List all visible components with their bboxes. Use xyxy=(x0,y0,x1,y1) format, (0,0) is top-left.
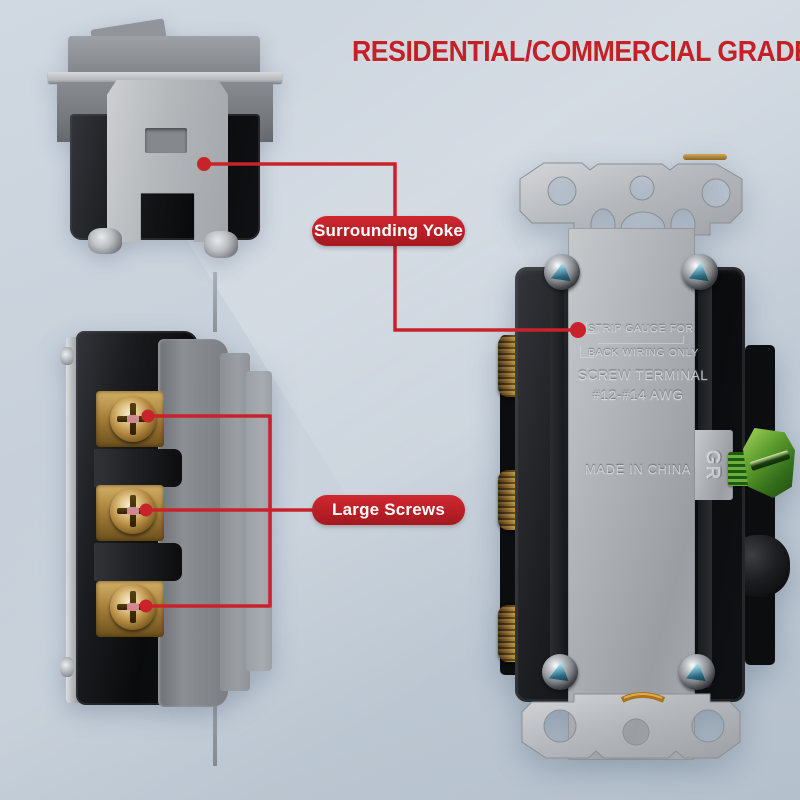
copper-contact xyxy=(683,154,727,160)
rocker-paddle xyxy=(68,36,260,78)
mounting-screw xyxy=(60,657,74,677)
mounting-strap-bottom xyxy=(521,692,741,759)
terminal-screw xyxy=(110,488,156,534)
body-inner-edge xyxy=(550,280,564,688)
screw-slot xyxy=(749,450,791,471)
screw-glint xyxy=(549,661,571,682)
screw-glint xyxy=(689,261,711,282)
marking-ground-terminal: GR xyxy=(702,449,723,481)
screw-glint xyxy=(127,507,139,515)
mounting-screw xyxy=(88,228,122,254)
callout-label: Large Screws xyxy=(332,500,445,519)
assembly-screw xyxy=(679,654,715,690)
page-title: RESIDENTIAL/COMMERCIAL GRADE xyxy=(352,36,800,68)
terminal-screw xyxy=(110,396,156,442)
screw-glint xyxy=(686,661,708,682)
marking-terminal-1: SCREW TERMINAL xyxy=(578,368,709,383)
spacer-block xyxy=(94,543,182,581)
strip-gauge-mark xyxy=(598,336,684,344)
ground-screw-threads xyxy=(728,452,750,486)
mounting-screw xyxy=(60,347,74,365)
marking-terminal-2: #12-#14 AWG xyxy=(592,388,684,403)
assembly-screw xyxy=(544,254,580,290)
assembly-screw xyxy=(682,254,718,290)
marking-origin: MADE IN CHINA xyxy=(584,462,692,477)
frame-rod-bottom xyxy=(213,700,217,766)
paddle-slab xyxy=(246,371,272,671)
paddle-frame-side xyxy=(158,339,228,707)
copper-contact-highlight xyxy=(623,693,663,699)
metal-back-plate xyxy=(568,228,695,760)
strip-gauge-mark xyxy=(586,322,598,334)
assembly-screw xyxy=(542,654,578,690)
marking-strip-gauge-2: BACK WIRING ONLY xyxy=(588,347,699,359)
screw-glint xyxy=(127,603,139,611)
side-tab-right xyxy=(745,345,775,665)
callout-pill-large-screws: Large Screws xyxy=(312,495,465,525)
callout-label: Surrounding Yoke xyxy=(314,221,463,240)
device-end-view xyxy=(40,10,290,260)
terminal-screw xyxy=(110,584,156,630)
callout-pill-surrounding-yoke: Surrounding Yoke xyxy=(312,216,465,246)
frame-rod-top xyxy=(213,272,217,332)
spacer-block xyxy=(94,449,182,487)
ground-tab xyxy=(695,430,733,500)
screw-glint xyxy=(127,415,139,423)
mounting-flange xyxy=(48,72,282,83)
strap-slot xyxy=(145,128,187,153)
marking-strip-gauge-1: STRIP GAUGE FOR xyxy=(588,323,694,335)
strip-gauge-mark xyxy=(580,346,594,358)
ground-screw-head xyxy=(743,428,795,498)
device-side-view xyxy=(60,325,295,725)
mounting-strap-top xyxy=(519,162,743,239)
device-back-view: STRIP GAUGE FOR BACK WIRING ONLY SCREW T… xyxy=(498,150,800,775)
screw-glint xyxy=(551,261,573,282)
mounting-screw xyxy=(204,231,238,258)
